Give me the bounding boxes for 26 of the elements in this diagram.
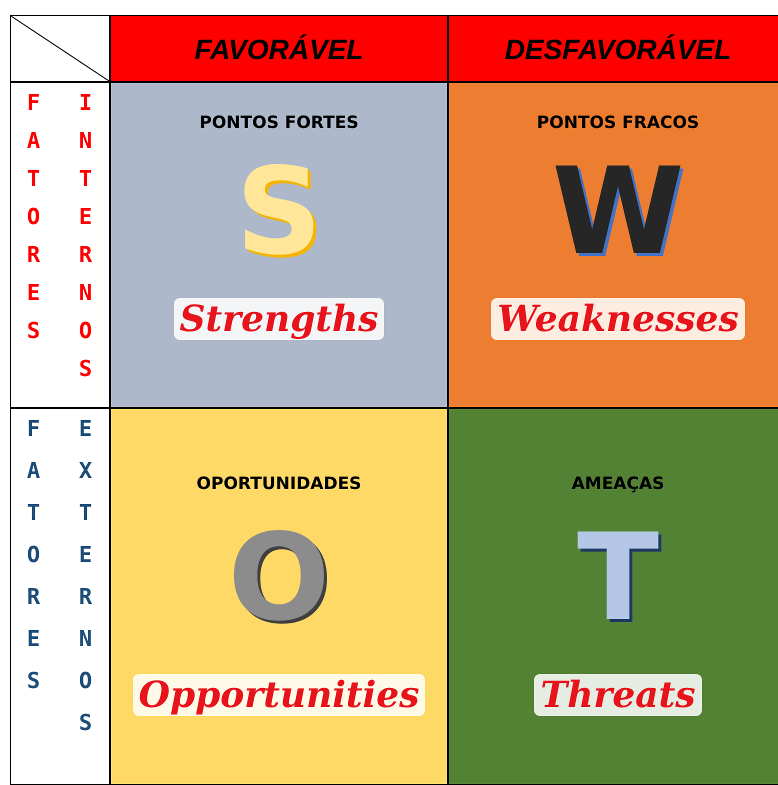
big-letter: S bbox=[236, 153, 322, 273]
quadrant-word: Opportunities bbox=[132, 674, 426, 716]
quadrant-cell bbox=[448, 408, 778, 785]
quadrant-heading: AMEAÇAS bbox=[570, 474, 666, 494]
quadrant-heading: PONTOS FRACOS bbox=[536, 113, 700, 133]
header-cell bbox=[448, 15, 778, 82]
row-heading: EXTERNOS bbox=[73, 417, 98, 753]
column-heading: FAVORÁVEL bbox=[193, 34, 365, 66]
big-letter: T bbox=[577, 519, 659, 639]
quadrant-word: Threats bbox=[534, 674, 702, 716]
quadrant-word: Weaknesses bbox=[491, 298, 745, 340]
row-header-cell bbox=[10, 82, 110, 408]
row-heading: INTERNOS bbox=[73, 91, 98, 395]
header-cell bbox=[110, 15, 448, 82]
quadrant-heading: PONTOS FORTES bbox=[198, 113, 360, 133]
column-heading: DESFAVORÁVEL bbox=[504, 34, 732, 66]
row-header-cell bbox=[10, 408, 110, 785]
quadrant-heading: OPORTUNIDADES bbox=[196, 474, 362, 494]
row-heading: FATORES bbox=[21, 91, 46, 357]
big-letter: O bbox=[228, 519, 330, 639]
big-letter: W bbox=[552, 153, 684, 273]
quadrant-cell bbox=[448, 82, 778, 408]
row-heading: FATORES bbox=[21, 417, 46, 711]
quadrant-cell bbox=[110, 82, 448, 408]
quadrant-word: Strengths bbox=[174, 298, 384, 340]
quadrant-cell bbox=[110, 408, 448, 785]
